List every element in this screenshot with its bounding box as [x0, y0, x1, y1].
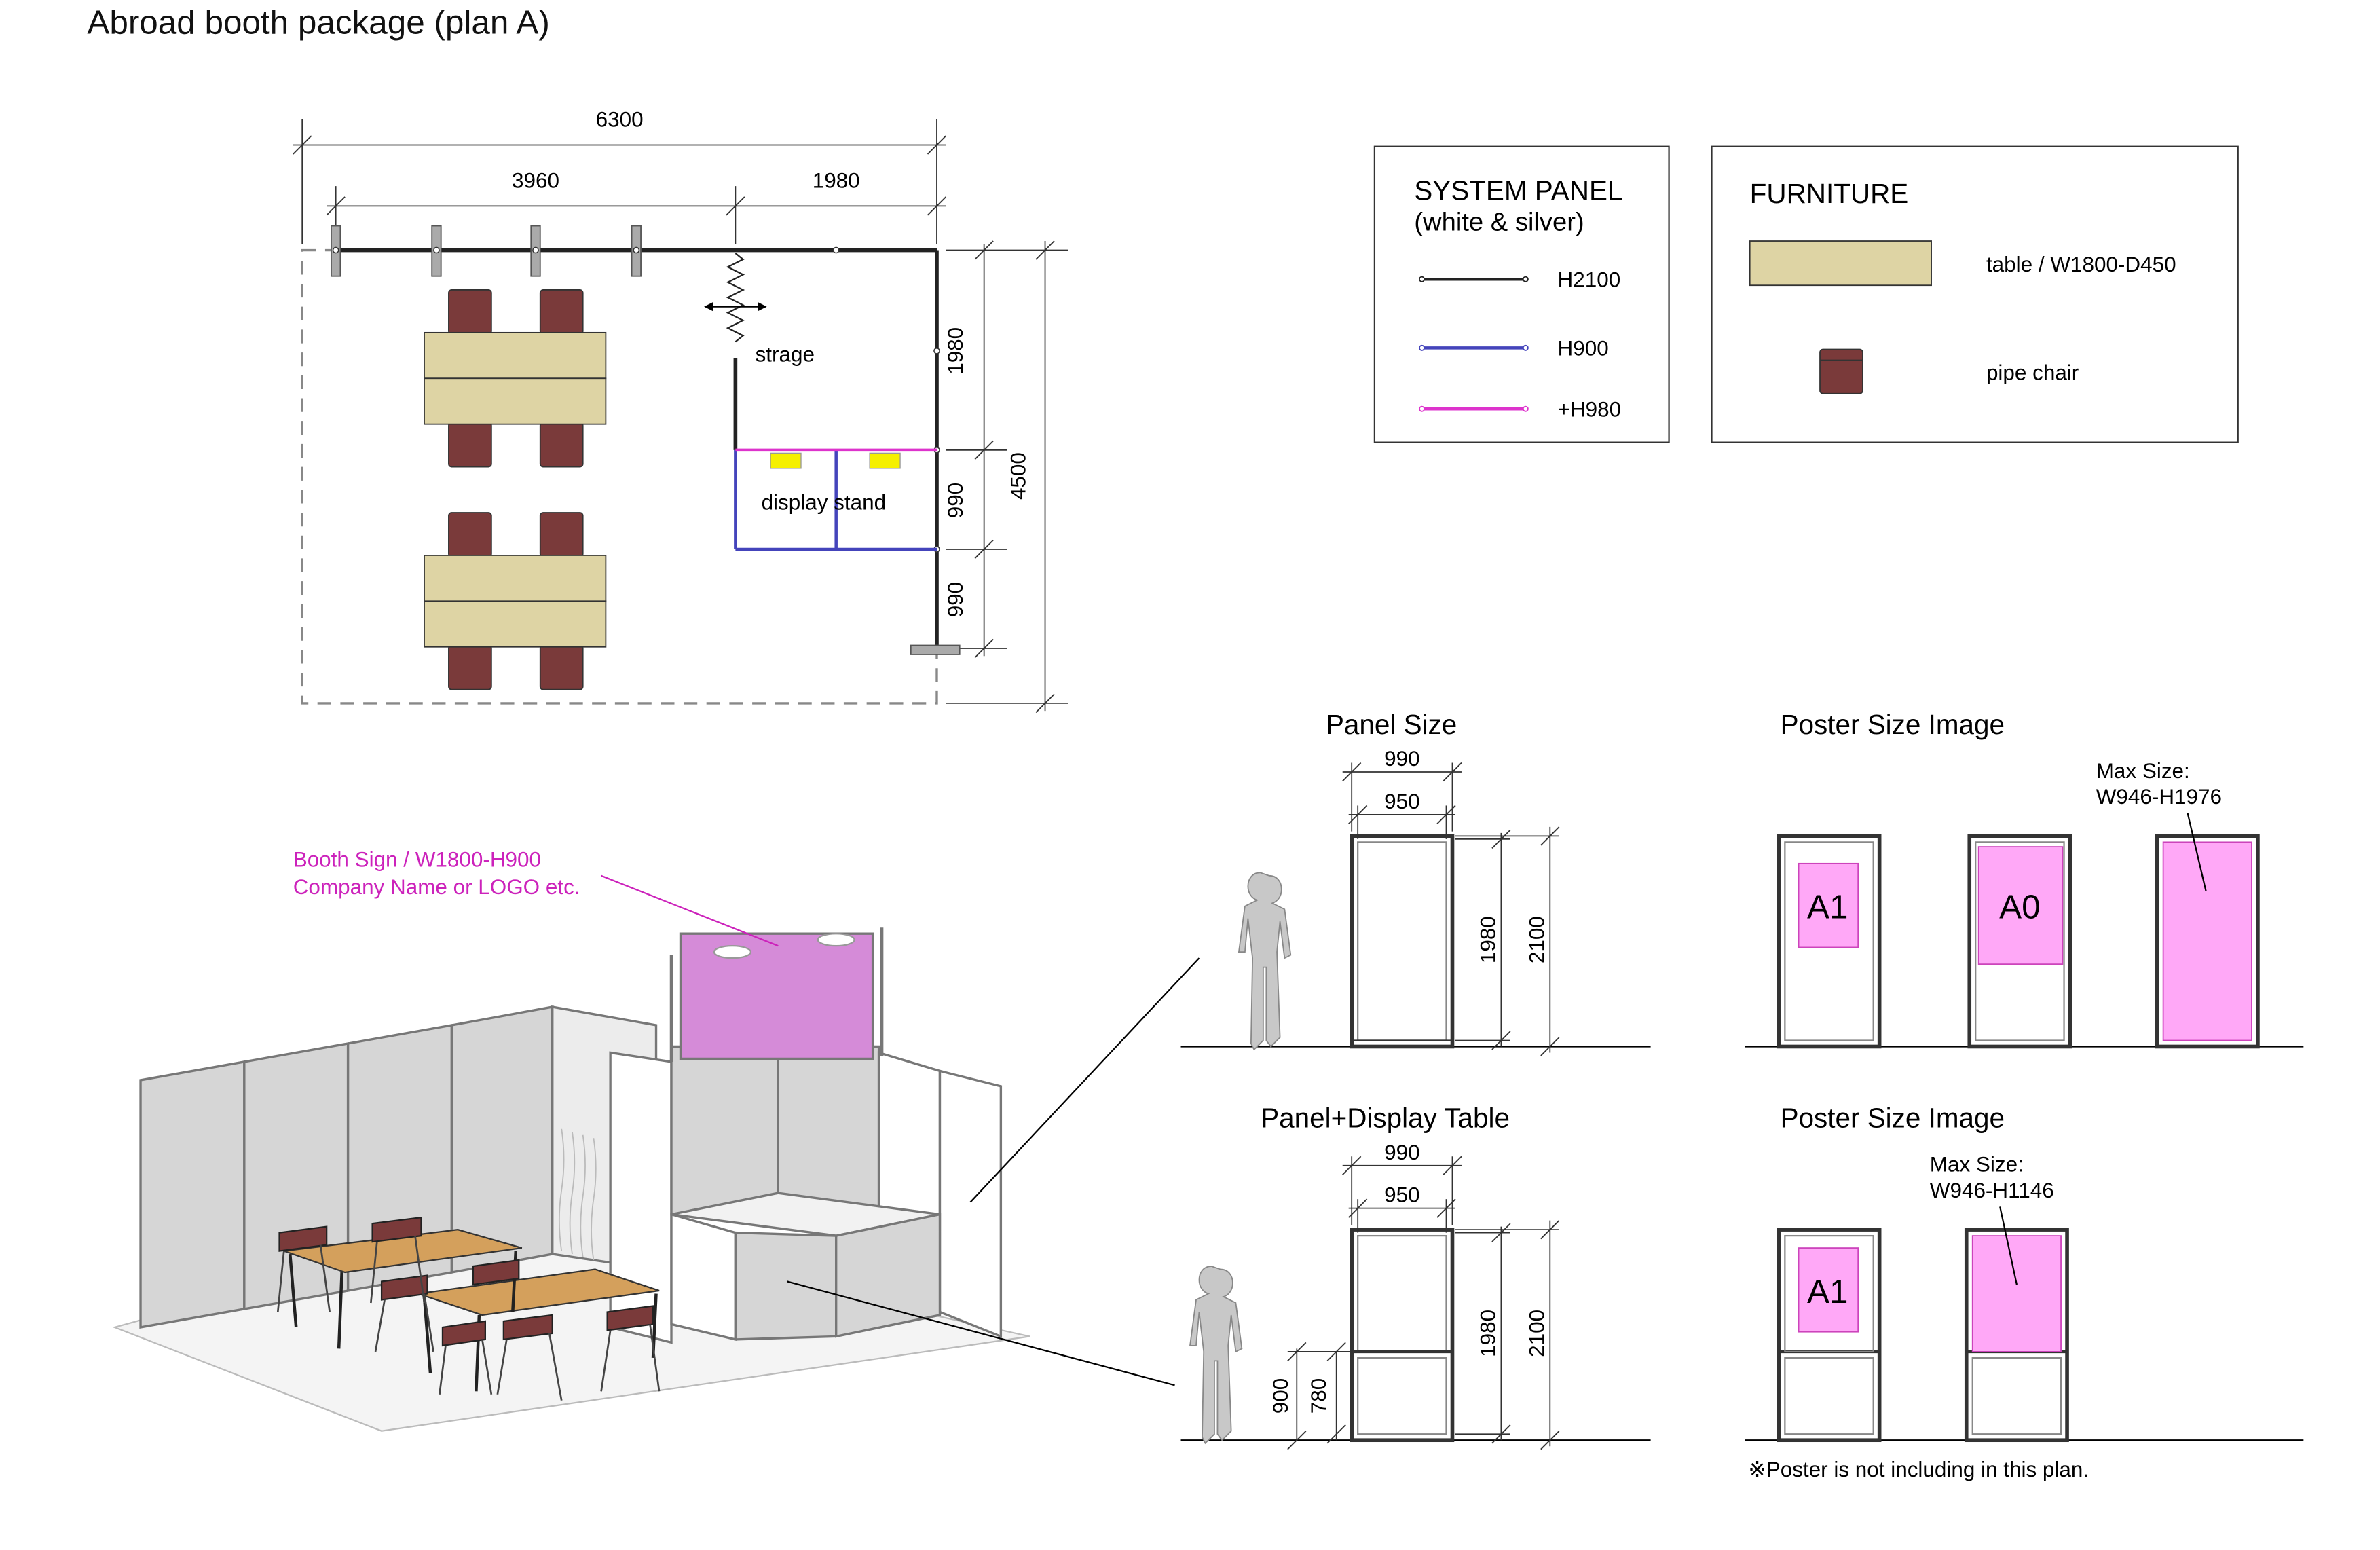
panel-dim-outer: 990: [1384, 747, 1419, 771]
poster-a0: [1977, 846, 2064, 965]
poster2-max-label: Max Size:: [1930, 1153, 2024, 1177]
perspective-furniture: [276, 1216, 661, 1401]
sign-light-icon: [713, 945, 751, 959]
legend-furniture-title: FURNITURE: [1750, 178, 1909, 209]
poster-max-full: [2162, 841, 2252, 1041]
panel-display-detail: Panel+Display Table 990 950 1: [1180, 1103, 1651, 1450]
plan-dimension-lines: [293, 119, 1068, 714]
dim-seg1: 1980: [944, 327, 967, 375]
legend-panel-subtitle: (white & silver): [1414, 207, 1584, 236]
table-icon: [424, 600, 607, 648]
dim-depth-total: 4500: [1006, 452, 1030, 500]
display-light-icon: [770, 452, 802, 469]
dim-seg2: 990: [944, 483, 967, 518]
poster2-max-size: W946-H1146: [1930, 1179, 2054, 1202]
sign-label-line2: Company Name or LOGO etc.: [293, 875, 580, 899]
perspective-view: Booth Sign / W1800-H900 Company Name or …: [112, 847, 1200, 1432]
callout-panel: [969, 957, 1200, 1203]
legend-furniture: FURNITURE table / W1800-D450 pipe chair: [1711, 145, 2239, 443]
sign-light-icon: [817, 933, 855, 947]
legend-chair-label: pipe chair: [1986, 361, 2079, 385]
panel-dim-inner: 950: [1384, 790, 1419, 813]
table-icon: [424, 555, 607, 602]
poster-a1-small: [1798, 1247, 1859, 1333]
dim-total-width: 6300: [596, 108, 644, 132]
dim-right-width: 1980: [813, 168, 860, 192]
person-silhouette-icon: [1189, 1266, 1243, 1445]
legend-chair-icon: [1819, 348, 1863, 394]
storage-curtain-3d: [558, 1128, 597, 1261]
poster2-title: Poster Size Image: [1781, 1103, 2005, 1134]
legend-panel-title: SYSTEM PANEL: [1414, 174, 1622, 206]
pd-dim-outer-h: 2100: [1525, 1310, 1548, 1357]
poster1-max-label: Max Size:: [2096, 759, 2190, 783]
poster-size-full: Poster Size Image Max Size: W946-H1976 A…: [1745, 709, 2304, 1049]
legend-table-icon: [1749, 240, 1932, 287]
poster-a0-label: A0: [1999, 889, 2040, 926]
dim-seg3: 990: [944, 582, 967, 617]
poster-size-display: Poster Size Image Max Size: W946-H1146 A…: [1745, 1103, 2304, 1481]
chair-icon: [448, 512, 492, 558]
panel-dim-inner-h: 1980: [1476, 916, 1500, 963]
display-light-icon: [869, 452, 901, 469]
legend-label-980: +H980: [1558, 397, 1622, 421]
chair-icon: [539, 512, 584, 558]
booth-sign: [679, 932, 874, 1060]
page-title: Abroad booth package (plan A): [87, 3, 549, 41]
display-counter: [670, 1192, 942, 1342]
legend-label-h2100: H2100: [1558, 267, 1621, 291]
poster-note: ※Poster is not including in this plan.: [1748, 1458, 2089, 1481]
label-storage: strage: [756, 343, 815, 367]
poster-max-display: [1971, 1235, 2062, 1352]
display-stand: [734, 448, 937, 551]
label-display-stand: display stand: [762, 491, 887, 515]
legend-system-panel: SYSTEM PANEL (white & silver) H2100 H900…: [1373, 145, 1670, 443]
pd-dim-inner-h: 1980: [1476, 1310, 1500, 1357]
chair-icon: [448, 422, 492, 468]
floor-plan: 6300 3960 1980 1980 990 990 4500 strage: [293, 108, 1068, 714]
poster-a1-small-label: A1: [1807, 1273, 1848, 1310]
sign-callout-line: [601, 874, 779, 947]
table-icon: [424, 377, 607, 425]
panel-display-title: Panel+Display Table: [1261, 1103, 1510, 1134]
person-silhouette-icon: [1238, 872, 1292, 1051]
legend-table-label: table / W1800-D450: [1986, 253, 2176, 276]
legend-label-h900: H900: [1558, 337, 1609, 361]
chair-icon: [448, 289, 492, 335]
poster-a1: [1798, 862, 1859, 948]
panel-size-title: Panel Size: [1326, 709, 1457, 740]
dim-left-width: 3960: [512, 168, 559, 192]
poster1-max-size: W946-H1976: [2096, 785, 2222, 809]
pd-dim-table-h: 900: [1269, 1378, 1293, 1414]
storage-curtain: [726, 253, 745, 343]
pd-dim-outer: 990: [1384, 1141, 1419, 1164]
poster1-title: Poster Size Image: [1781, 709, 2005, 740]
chair-icon: [539, 422, 584, 468]
pd-dim-inner: 950: [1384, 1183, 1419, 1207]
chair-icon: [539, 289, 584, 335]
panel-dim-outer-h: 2100: [1525, 916, 1548, 963]
callout-display: [787, 1280, 1175, 1386]
sign-label-line1: Booth Sign / W1800-H900: [293, 847, 541, 871]
panel-size-detail: Panel Size 990 950 1980 2100: [1180, 709, 1651, 1056]
chair-icon: [539, 644, 584, 690]
pd-dim-table-inner: 780: [1307, 1378, 1331, 1414]
table-icon: [424, 331, 607, 380]
chair-icon: [448, 644, 492, 690]
booth-outline: [301, 248, 938, 705]
poster-a1-label: A1: [1807, 889, 1848, 926]
plan-furniture: [424, 289, 607, 690]
